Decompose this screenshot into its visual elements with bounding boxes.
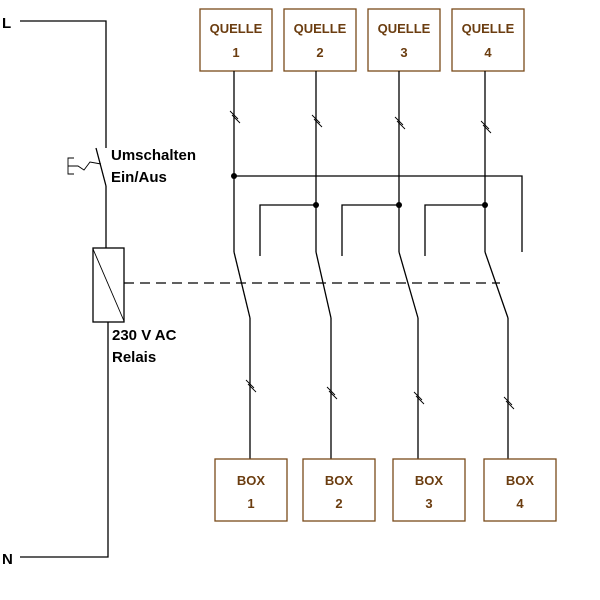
- output-title: BOX: [237, 473, 266, 488]
- output-number: 3: [425, 496, 432, 511]
- source-box: [283, 8, 357, 72]
- output-number: 2: [335, 496, 342, 511]
- cable-tick: [505, 400, 515, 410]
- output-title: BOX: [325, 473, 354, 488]
- line-wire: [20, 20, 107, 148]
- cable-tick: [328, 390, 338, 400]
- source-number: 4: [484, 45, 492, 60]
- contact-bracket: [341, 204, 399, 256]
- cable-tick: [229, 110, 239, 120]
- source-title: QUELLE: [294, 21, 347, 36]
- switch-linkage: [68, 161, 102, 171]
- switch-contact: [95, 147, 107, 187]
- common-bus: [234, 175, 523, 252]
- neutral-label: N: [2, 551, 13, 568]
- source-title: QUELLE: [210, 21, 263, 36]
- relay-label-line2: Relais: [112, 349, 156, 366]
- cable-tick: [396, 120, 406, 130]
- output-box: [483, 458, 557, 522]
- cable-tick: [313, 118, 323, 128]
- source-title: QUELLE: [462, 21, 515, 36]
- cable-tick: [326, 386, 336, 396]
- cable-tick: [231, 114, 241, 124]
- contact-bracket: [259, 204, 316, 256]
- switch-label-line1: Umschalten: [111, 147, 196, 164]
- output-box: [214, 458, 288, 522]
- output-title: BOX: [415, 473, 444, 488]
- line-label: L: [2, 15, 11, 32]
- source-number: 2: [316, 45, 323, 60]
- switch-label-line2: Ein/Aus: [111, 169, 167, 186]
- source-box: [199, 8, 273, 72]
- cable-tick: [394, 116, 404, 126]
- cable-tick: [415, 395, 425, 405]
- output-title: BOX: [506, 473, 535, 488]
- cable-tick: [480, 120, 490, 130]
- relay-contact-blade: [484, 251, 509, 319]
- contact-bracket: [424, 204, 485, 256]
- relay-contact-blade: [315, 251, 332, 319]
- toggle-switch[interactable]: [67, 147, 107, 187]
- relay-coil: [92, 247, 125, 323]
- cable-tick: [247, 383, 257, 393]
- cable-tick: [413, 391, 423, 401]
- cable-tick: [503, 396, 513, 406]
- output-box: [302, 458, 376, 522]
- output-box: [392, 458, 466, 522]
- output-number: 4: [516, 496, 524, 511]
- source-box: [367, 8, 441, 72]
- source-number: 1: [232, 45, 239, 60]
- source-number: 3: [400, 45, 407, 60]
- neutral-wire: [20, 322, 109, 558]
- cable-tick: [245, 379, 255, 389]
- source-title: QUELLE: [378, 21, 431, 36]
- relay-contact-blade: [233, 251, 251, 319]
- source-box: [451, 8, 525, 72]
- relay-contact-blade: [398, 251, 419, 319]
- cable-tick: [311, 114, 321, 124]
- cable-tick: [482, 124, 492, 134]
- output-number: 1: [247, 496, 254, 511]
- relay-label-line1: 230 V AC: [112, 327, 177, 344]
